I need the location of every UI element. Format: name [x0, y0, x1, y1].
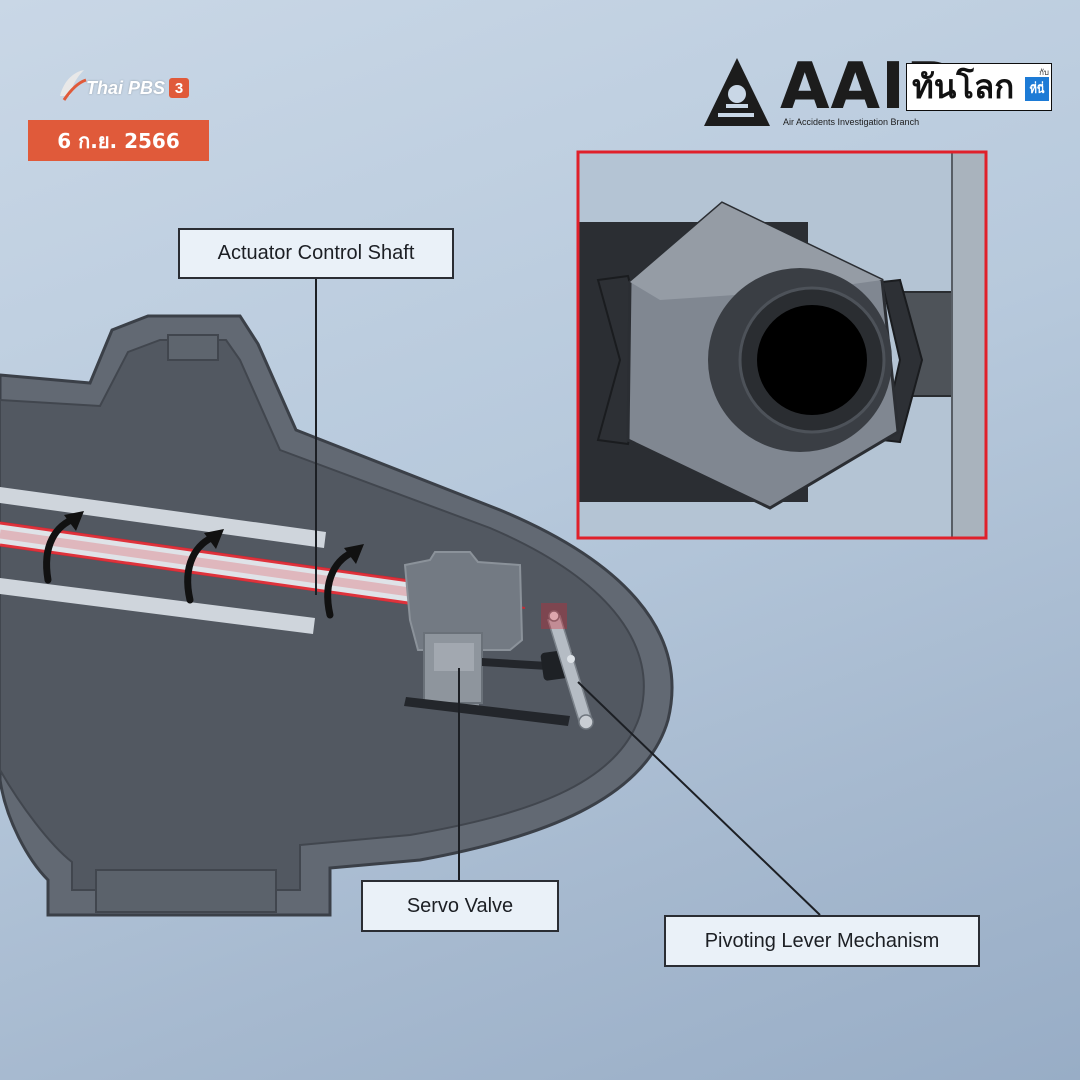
rod-lower [0, 578, 315, 634]
date-badge: 6 ก.ย. 2566 [28, 120, 209, 161]
callout-actuator-control-shaft: Actuator Control Shaft [178, 228, 454, 279]
curved-arrow-icon [184, 529, 224, 604]
tunlok-badge: ที่นี่ [1025, 77, 1049, 101]
crown-airplane-icon [704, 58, 770, 126]
tunlok-small-text: กับ [1039, 68, 1049, 77]
zoom-detail-inset [576, 150, 988, 540]
leader-line-lever [577, 681, 821, 916]
callout-pivoting-lever-mechanism: Pivoting Lever Mechanism [664, 915, 980, 967]
thai-pbs-brand: Thai PBS 3 [56, 68, 190, 108]
tunlok-logo: ทันโลก กับ ที่นี่ [906, 63, 1052, 111]
brand-name: Thai PBS [86, 77, 166, 98]
aaib-subtitle: Air Accidents Investigation Branch [783, 117, 920, 127]
pivoting-lever [541, 603, 594, 730]
tunlok-main-text: ทันโลก [912, 67, 1015, 106]
callout-servo-valve: Servo Valve [361, 880, 559, 932]
brand-channel: 3 [169, 78, 190, 98]
actuator-housing [0, 314, 674, 917]
thai-pbs-logo-icon [60, 70, 87, 101]
rod-upper [0, 487, 326, 548]
curved-arrow-icon [43, 511, 84, 584]
curved-arrow-icon [324, 544, 364, 619]
